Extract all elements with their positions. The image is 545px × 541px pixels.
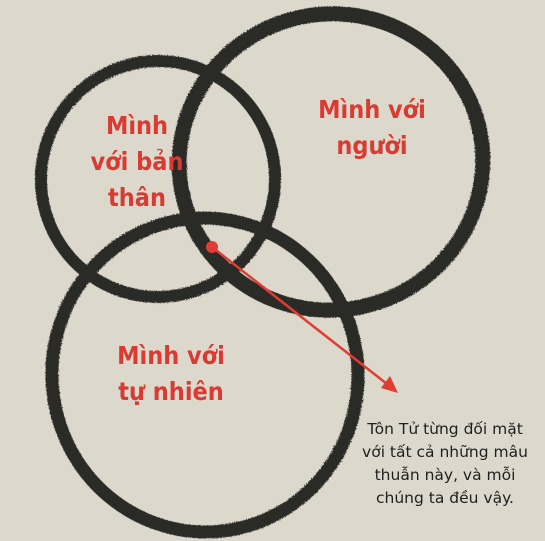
- label-self: Mình với bản thân: [72, 108, 202, 216]
- caption-line-2: với tất cả những mâu: [362, 443, 528, 461]
- label-self-line-1: Mình: [105, 111, 169, 140]
- label-self-line-2: với bản: [90, 147, 184, 176]
- circle-self: [34, 55, 282, 303]
- label-nature: Mình với tự nhiên: [96, 338, 246, 410]
- label-others-line-1: Mình với: [318, 95, 426, 124]
- label-nature-line-2: tự nhiên: [118, 377, 224, 406]
- label-nature-line-1: Mình với: [117, 341, 225, 370]
- caption-line-4: chúng ta đều vậy.: [376, 489, 514, 507]
- caption-line-3: thuẫn này, và mỗi: [374, 466, 516, 484]
- circle-others: [171, 6, 491, 318]
- caption-line-1: Tôn Tử từng đối mặt: [367, 420, 523, 438]
- caption: Tôn Tử từng đối mặt với tất cả những mâu…: [350, 418, 540, 510]
- circle-nature: [45, 211, 365, 539]
- label-others-line-2: người: [336, 131, 408, 160]
- arrow-head: [381, 376, 398, 393]
- pointer-arrow: [206, 241, 398, 393]
- label-others: Mình với người: [302, 92, 442, 164]
- label-self-line-3: thân: [108, 183, 166, 212]
